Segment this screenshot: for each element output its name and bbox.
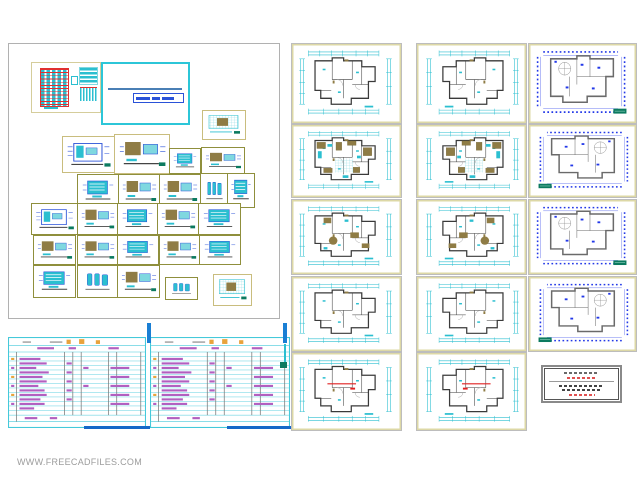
detail-thumb <box>77 174 119 208</box>
legend-hatch-block <box>80 87 97 101</box>
floor-plan-sheet-r1c3 <box>528 43 637 124</box>
detail-thumb <box>33 235 76 265</box>
floor-plan-sheet-r5c1 <box>291 352 402 431</box>
detail-thumb <box>77 265 118 298</box>
sheet-blue-accent <box>83 426 150 429</box>
detail-thumb <box>159 235 200 265</box>
cover-title-dash <box>162 96 174 100</box>
floor-plan-sheet-r1c2 <box>416 43 527 124</box>
detail-thumb <box>62 136 115 173</box>
cover-sheet <box>101 62 190 125</box>
detail-thumb <box>118 174 160 208</box>
blue-marker-bar <box>147 323 151 343</box>
floor-plan-sheet-r3c1 <box>291 199 402 275</box>
legend-mark <box>71 76 78 85</box>
detail-thumb <box>117 235 159 265</box>
cover-title-line <box>108 88 182 90</box>
floor-plan-sheet-r3c3 <box>528 199 637 275</box>
spec-table-sheet-1 <box>8 337 150 429</box>
floor-plan-sheet-r2c2 <box>416 124 527 198</box>
detail-thumb <box>165 277 198 300</box>
legend-sheet <box>31 62 101 113</box>
detail-thumb <box>201 147 245 174</box>
notes-box <box>541 365 622 403</box>
notes-divider <box>549 381 614 383</box>
notes-line-red <box>566 376 597 379</box>
floor-plan-sheet-r4c3 <box>528 276 637 352</box>
legend-schedule-table <box>40 68 69 107</box>
blue-marker-bar <box>283 323 287 343</box>
floor-plan-sheet-r3c2 <box>416 199 527 275</box>
detail-thumb <box>33 265 76 298</box>
detail-thumb <box>198 203 241 235</box>
floor-plan-sheet-r5c2 <box>416 352 527 431</box>
detail-thumb <box>114 134 170 174</box>
detail-thumb <box>199 235 241 265</box>
teal-chip <box>280 362 287 368</box>
cover-title-dash <box>136 96 150 100</box>
detail-thumb <box>77 235 118 265</box>
detail-thumb <box>157 203 199 235</box>
cover-title-dash <box>152 96 160 100</box>
detail-thumb <box>117 265 160 298</box>
floor-plan-sheet-r4c1 <box>291 276 402 352</box>
notes-box-inner <box>544 368 619 400</box>
notes-line <box>563 372 600 374</box>
detail-thumb <box>117 203 158 235</box>
cyan-marker-bar <box>284 344 286 364</box>
notes-line <box>562 389 601 392</box>
detail-thumb <box>31 203 78 235</box>
detail-thumb <box>169 148 201 174</box>
notes-line <box>558 384 605 387</box>
spec-table-sheet-2 <box>150 337 294 429</box>
detail-thumb <box>202 110 246 140</box>
detail-thumb <box>213 274 252 306</box>
floor-plan-sheet-r1c1 <box>291 43 402 124</box>
sheet-blue-accent <box>226 426 294 429</box>
watermark-text: WWW.FREECADFILES.COM <box>17 457 142 467</box>
detail-thumb <box>77 203 118 235</box>
floor-plan-sheet-r2c1 <box>291 124 402 198</box>
cover-title-box <box>133 93 184 103</box>
notes-line-red <box>568 393 595 396</box>
floor-plan-sheet-r2c3 <box>528 124 637 198</box>
legend-caption-dash <box>44 107 58 109</box>
detail-thumb <box>227 173 255 208</box>
details-panel <box>8 43 280 319</box>
floor-plan-sheet-r4c2 <box>416 276 527 352</box>
legend-symbol-blocks <box>79 67 98 85</box>
